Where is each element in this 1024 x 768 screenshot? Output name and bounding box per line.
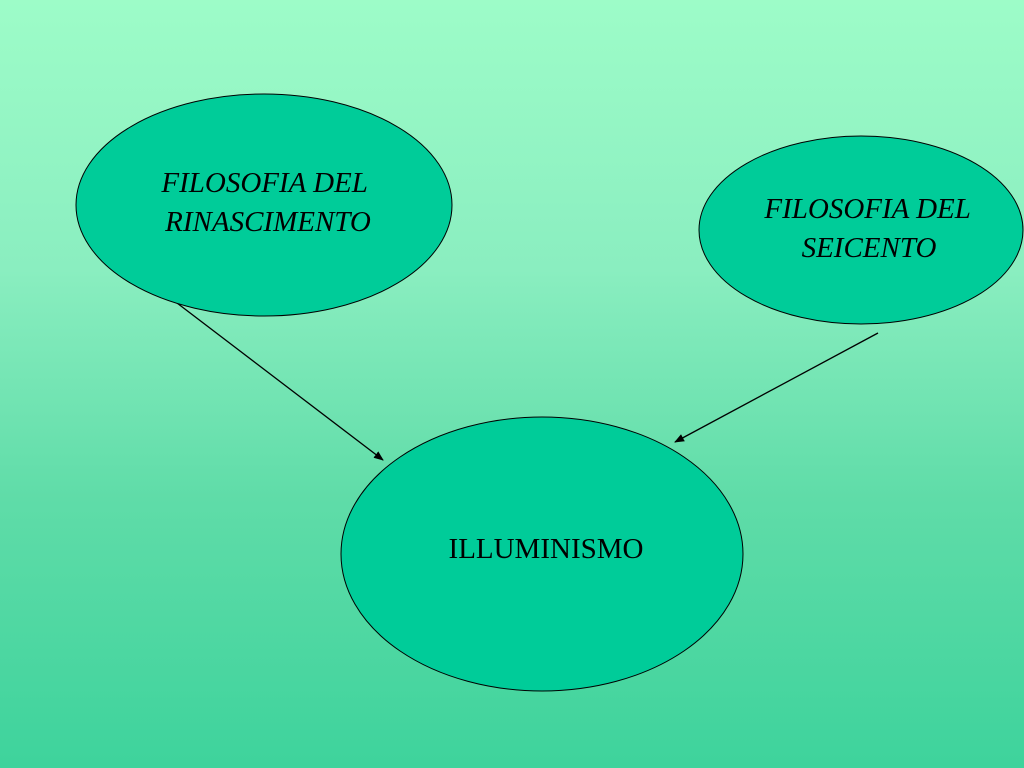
- node-rinascimento-line2: RINASCIMENTO: [164, 206, 371, 238]
- node-seicento-ellipse: [698, 135, 1024, 325]
- node-rinascimento-line1: FILOSOFIA DEL: [160, 167, 367, 199]
- node-filosofia-rinascimento[interactable]: FILOSOFIA DEL RINASCIMENTO: [75, 93, 453, 317]
- node-illuminismo-label: ILLUMINISMO: [449, 533, 644, 565]
- node-filosofia-seicento[interactable]: FILOSOFIA DEL SEICENTO: [698, 135, 1024, 325]
- node-seicento-line1: FILOSOFIA DEL: [763, 193, 970, 225]
- node-illuminismo[interactable]: ILLUMINISMO: [340, 416, 744, 692]
- node-rinascimento-ellipse: [75, 93, 453, 317]
- node-rinascimento-label: FILOSOFIA DEL RINASCIMENTO: [160, 167, 374, 238]
- arrow-seicento-to-illuminismo: [674, 332, 879, 443]
- node-seicento-label: FILOSOFIA DEL SEICENTO: [763, 193, 977, 264]
- node-illuminismo-ellipse: [340, 416, 744, 692]
- node-seicento-line2: SEICENTO: [802, 232, 937, 264]
- arrow-rinascimento-to-illuminismo: [176, 302, 384, 461]
